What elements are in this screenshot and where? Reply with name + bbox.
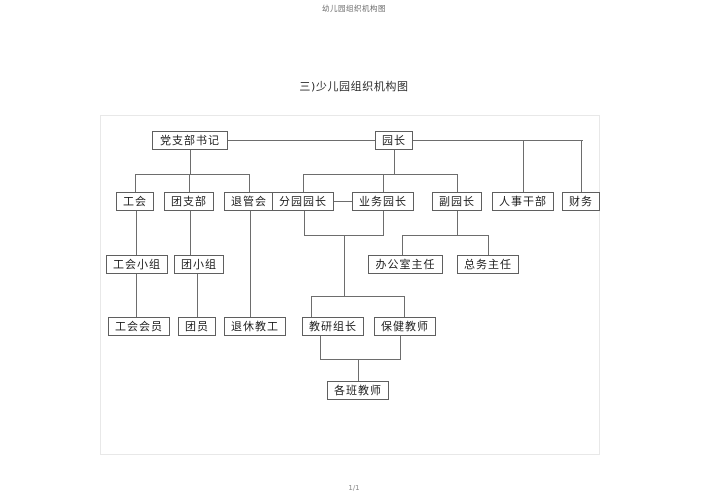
- edge-spine-to-research: [311, 296, 312, 317]
- edge-union-chain: [136, 211, 137, 255]
- org-node-youth_member: 团员: [178, 317, 216, 336]
- edge-principal-to-business: [383, 174, 384, 192]
- org-node-label: 副园长: [439, 195, 475, 208]
- edge-principal-bar: [303, 174, 457, 175]
- edge-youthgroup-chain: [197, 274, 198, 317]
- org-node-research_leader: 教研组长: [302, 317, 364, 336]
- edge-spine-to-health: [404, 296, 405, 317]
- edge-principal-to-finance: [581, 140, 582, 192]
- org-node-principal: 园长: [375, 131, 413, 150]
- org-node-union_group: 工会小组: [106, 255, 168, 274]
- org-node-branch_principal: 分园园长: [272, 192, 334, 211]
- edge-retiree-chain: [250, 211, 251, 317]
- edge-spine-bar: [311, 296, 404, 297]
- org-node-youth_branch: 团支部: [164, 192, 214, 211]
- document-header-title: 幼儿园组织机构图: [322, 4, 386, 13]
- edge-principal-to-hr: [523, 140, 524, 192]
- edge-principal-to-vice: [457, 174, 458, 192]
- edge-secretary-to-youthbranch: [189, 174, 190, 192]
- org-node-retiree_office: 退管会: [224, 192, 274, 211]
- org-node-label: 团支部: [171, 195, 207, 208]
- org-node-label: 总务主任: [464, 258, 512, 271]
- org-node-union_member: 工会会员: [108, 317, 170, 336]
- org-node-label: 工会: [123, 195, 147, 208]
- org-node-label: 保健教师: [381, 320, 429, 333]
- org-node-label: 业务园长: [359, 195, 407, 208]
- org-node-class_teachers: 各班教师: [327, 381, 389, 400]
- edge-teachers-merge: [320, 359, 401, 360]
- org-node-label: 退管会: [231, 195, 267, 208]
- org-node-label: 工会会员: [115, 320, 163, 333]
- edge-secretary-drop: [190, 150, 191, 174]
- org-node-hr_officer: 人事干部: [492, 192, 554, 211]
- org-node-label: 党支部书记: [160, 134, 220, 147]
- org-node-vice_principal: 副园长: [432, 192, 482, 211]
- edge-branch-down: [304, 211, 305, 235]
- org-node-health_teacher: 保健教师: [374, 317, 436, 336]
- edge-secretary-to-union: [135, 174, 136, 192]
- org-node-label: 退休教工: [231, 320, 279, 333]
- edge-research-down: [320, 336, 321, 359]
- org-node-label: 团员: [185, 320, 209, 333]
- org-node-labor_union: 工会: [116, 192, 154, 211]
- org-node-label: 财务: [569, 195, 593, 208]
- org-node-label: 分园园长: [279, 195, 327, 208]
- edge-vice-bar: [402, 235, 488, 236]
- org-node-label: 人事干部: [499, 195, 547, 208]
- edge-uniongroup-chain: [136, 274, 137, 317]
- edge-youthbranch-chain: [190, 211, 191, 255]
- org-node-label: 团小组: [181, 258, 217, 271]
- org-node-label: 教研组长: [309, 320, 357, 333]
- org-node-label: 工会小组: [113, 258, 161, 271]
- edge-principal-drop: [394, 150, 395, 174]
- org-node-finance: 财务: [562, 192, 600, 211]
- edge-vice-to-general: [488, 235, 489, 255]
- edge-secretary-principal: [228, 140, 375, 141]
- org-node-label: 各班教师: [334, 384, 382, 397]
- edge-health-down: [400, 336, 401, 359]
- edge-secretary-bar: [135, 174, 249, 175]
- edge-vice-to-office: [402, 235, 403, 255]
- org-node-business_principal: 业务园长: [352, 192, 414, 211]
- page-number: 1/1: [348, 484, 360, 492]
- org-node-label: 办公室主任: [375, 258, 436, 271]
- edge-principal-right-bar: [413, 140, 583, 141]
- edge-principal-to-branch: [303, 174, 304, 192]
- page-title: 三)少儿园组织机构图: [299, 80, 409, 93]
- org-node-label: 园长: [382, 134, 406, 147]
- edge-branch-business: [334, 201, 352, 202]
- edge-vice-drop: [457, 211, 458, 235]
- edge-to-class-teachers: [358, 359, 359, 381]
- edge-centre-spine: [344, 235, 345, 296]
- org-node-retired_staff: 退休教工: [224, 317, 286, 336]
- org-node-general_affairs: 总务主任: [457, 255, 519, 274]
- org-node-youth_group: 团小组: [174, 255, 224, 274]
- org-node-party_secretary: 党支部书记: [152, 131, 228, 150]
- edge-secretary-to-retiree: [249, 174, 250, 192]
- org-node-office_director: 办公室主任: [368, 255, 443, 274]
- edge-business-down: [383, 211, 384, 235]
- diagram-frame: [100, 115, 600, 455]
